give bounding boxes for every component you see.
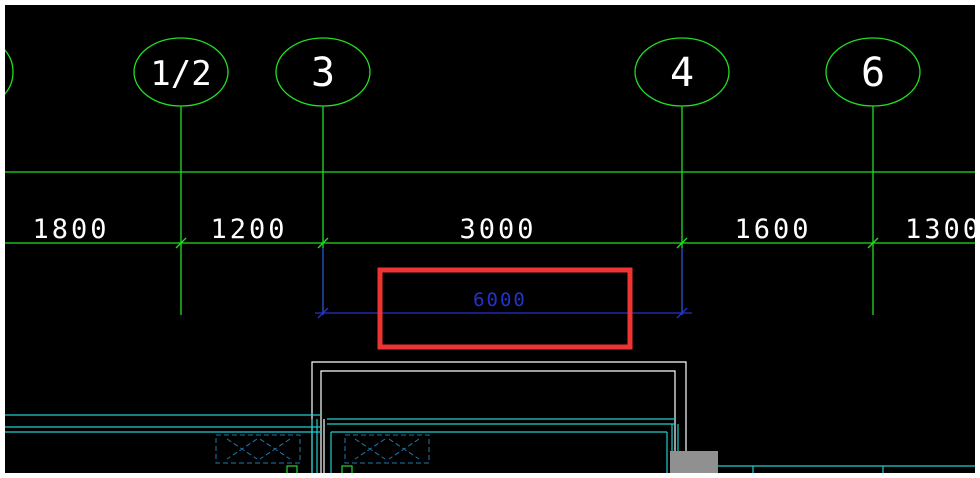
highlight-box <box>377 267 633 350</box>
grid-marker-left[interactable] <box>286 465 298 473</box>
grid-bubble-4[interactable]: 4 <box>634 37 730 107</box>
grid-bubble-6[interactable]: 6 <box>825 37 921 107</box>
dimension-label-3000[interactable]: 3000 <box>459 214 536 245</box>
equipment-symbol-left[interactable] <box>215 434 301 464</box>
grid-bubble-label: 6 <box>861 50 885 96</box>
grey-block[interactable] <box>670 451 718 473</box>
grid-bubble-partial-left <box>5 49 14 95</box>
grid-bubble-label: 4 <box>670 50 694 96</box>
grid-marker-right[interactable] <box>341 465 353 473</box>
grid-bubble-1-2[interactable]: 1/2 <box>133 37 229 107</box>
cad-drawing[interactable]: 1/2 3 4 6 1800 1200 30 <box>5 5 975 473</box>
grid-bubble-label: 3 <box>311 50 335 96</box>
cad-viewport[interactable]: 1/2 3 4 6 1800 1200 30 <box>5 5 975 473</box>
dimension-ticks <box>175 237 879 249</box>
dimension-label-6000[interactable]: 6000 <box>473 289 527 311</box>
dimension-label-1300[interactable]: 1300 <box>905 214 975 245</box>
inner-walls[interactable] <box>5 414 975 473</box>
equipment-symbol-right[interactable] <box>344 434 430 464</box>
dimension-label-1600[interactable]: 1600 <box>734 214 811 245</box>
grid-bubble-3[interactable]: 3 <box>275 37 371 107</box>
wall-outline[interactable] <box>311 361 687 473</box>
dimension-label-1200[interactable]: 1200 <box>210 214 287 245</box>
dimension-label-1800[interactable]: 1800 <box>32 214 109 245</box>
grid-bubble-label: 1/2 <box>150 54 211 94</box>
